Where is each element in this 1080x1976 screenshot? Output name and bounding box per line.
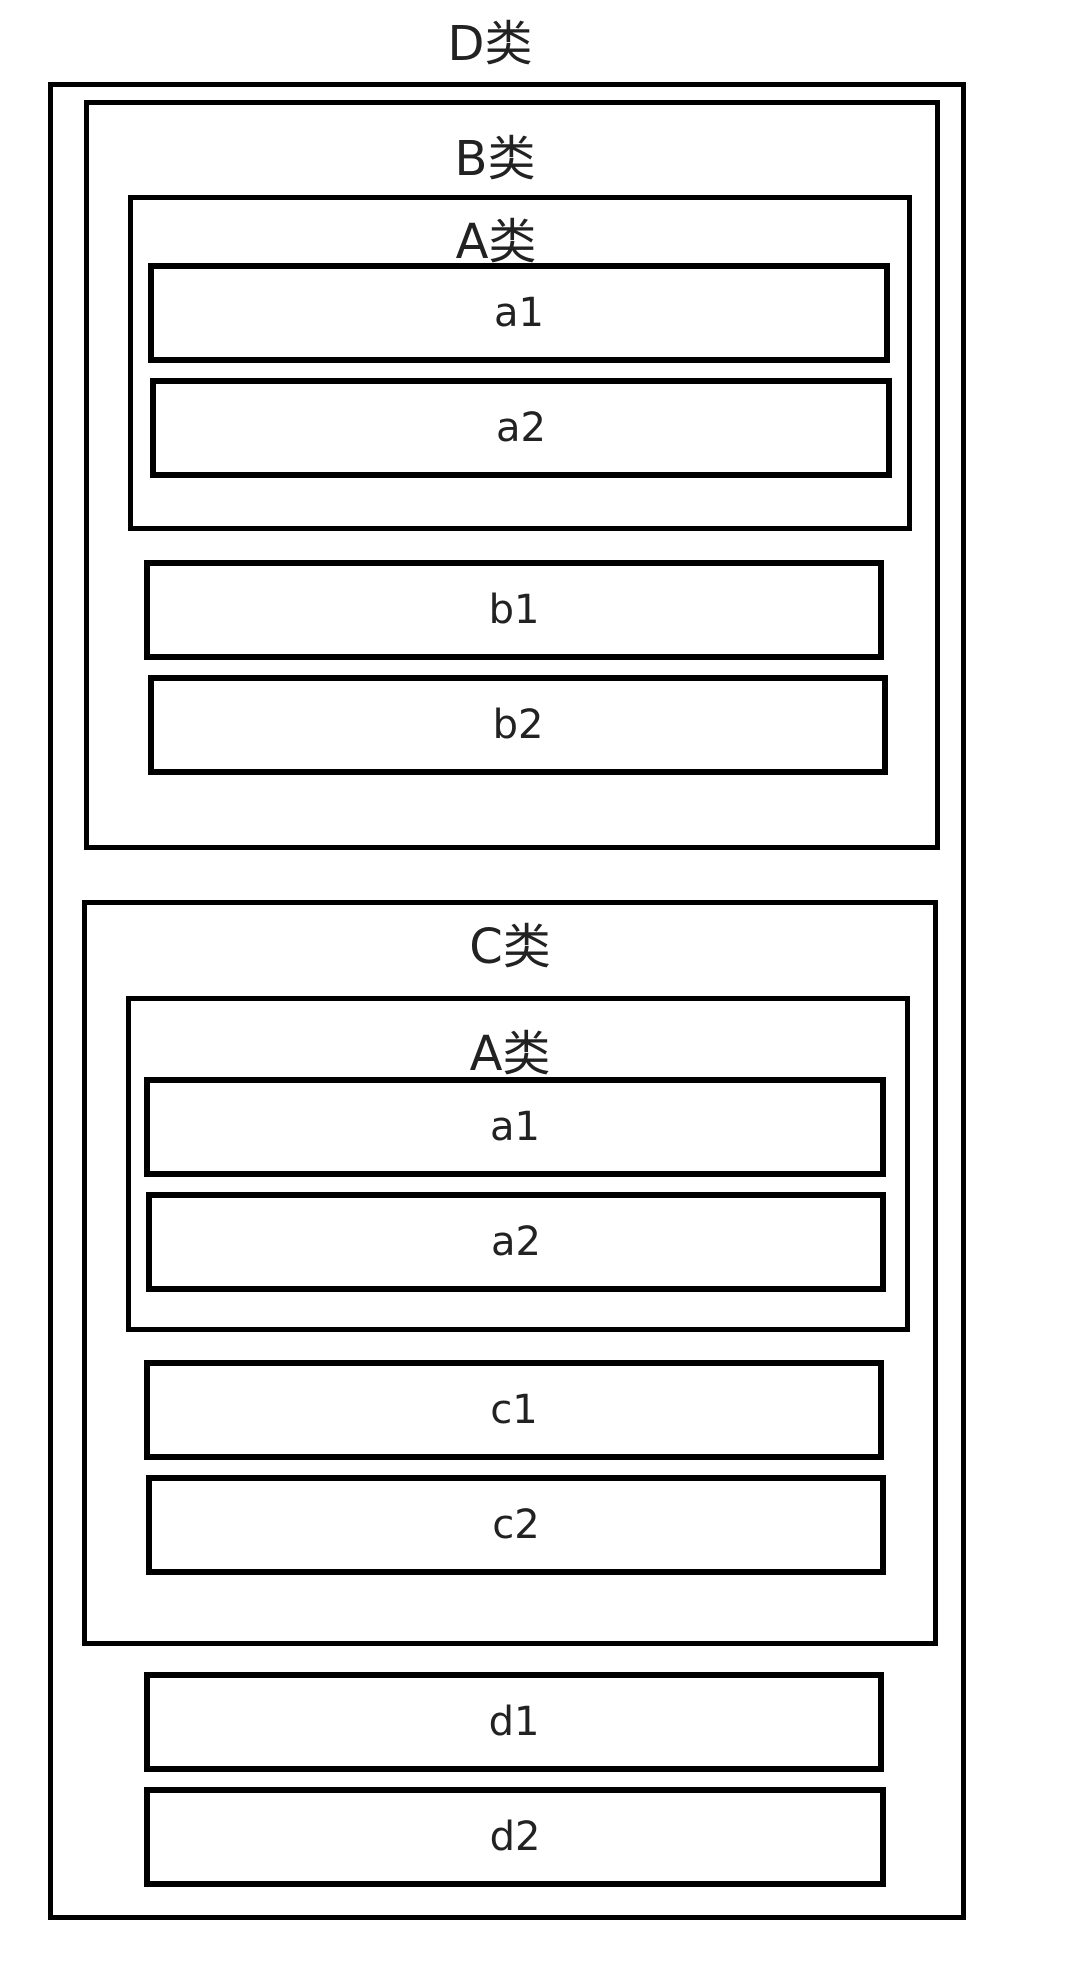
class-d-title: D类 <box>447 16 533 72</box>
class-b-field-b1: b1 <box>144 560 884 660</box>
class-b-box <box>84 100 940 850</box>
class-c-field-c2: c2 <box>146 1475 886 1575</box>
class-b-inner-a-box <box>128 195 912 531</box>
class-c-inner-a-box <box>126 996 910 1332</box>
class-d-box <box>48 82 966 1920</box>
class-b-inner-a-field-a2: a2 <box>150 378 892 478</box>
class-b-title: B类 <box>454 131 536 187</box>
class-d-field-d2: d2 <box>144 1787 886 1887</box>
class-d-field-d1: d1 <box>144 1672 884 1772</box>
class-c-box <box>82 900 938 1646</box>
class-b-inner-a-field-a1: a1 <box>148 263 890 363</box>
class-b-field-b2: b2 <box>148 675 888 775</box>
class-c-inner-a-field-a2: a2 <box>146 1192 886 1292</box>
class-c-inner-a-field-a1: a1 <box>144 1077 886 1177</box>
class-c-inner-a-title: A类 <box>469 1026 551 1082</box>
class-b-inner-a-title: A类 <box>455 214 537 270</box>
class-c-field-c1: c1 <box>144 1360 884 1460</box>
class-c-title: C类 <box>469 919 551 975</box>
